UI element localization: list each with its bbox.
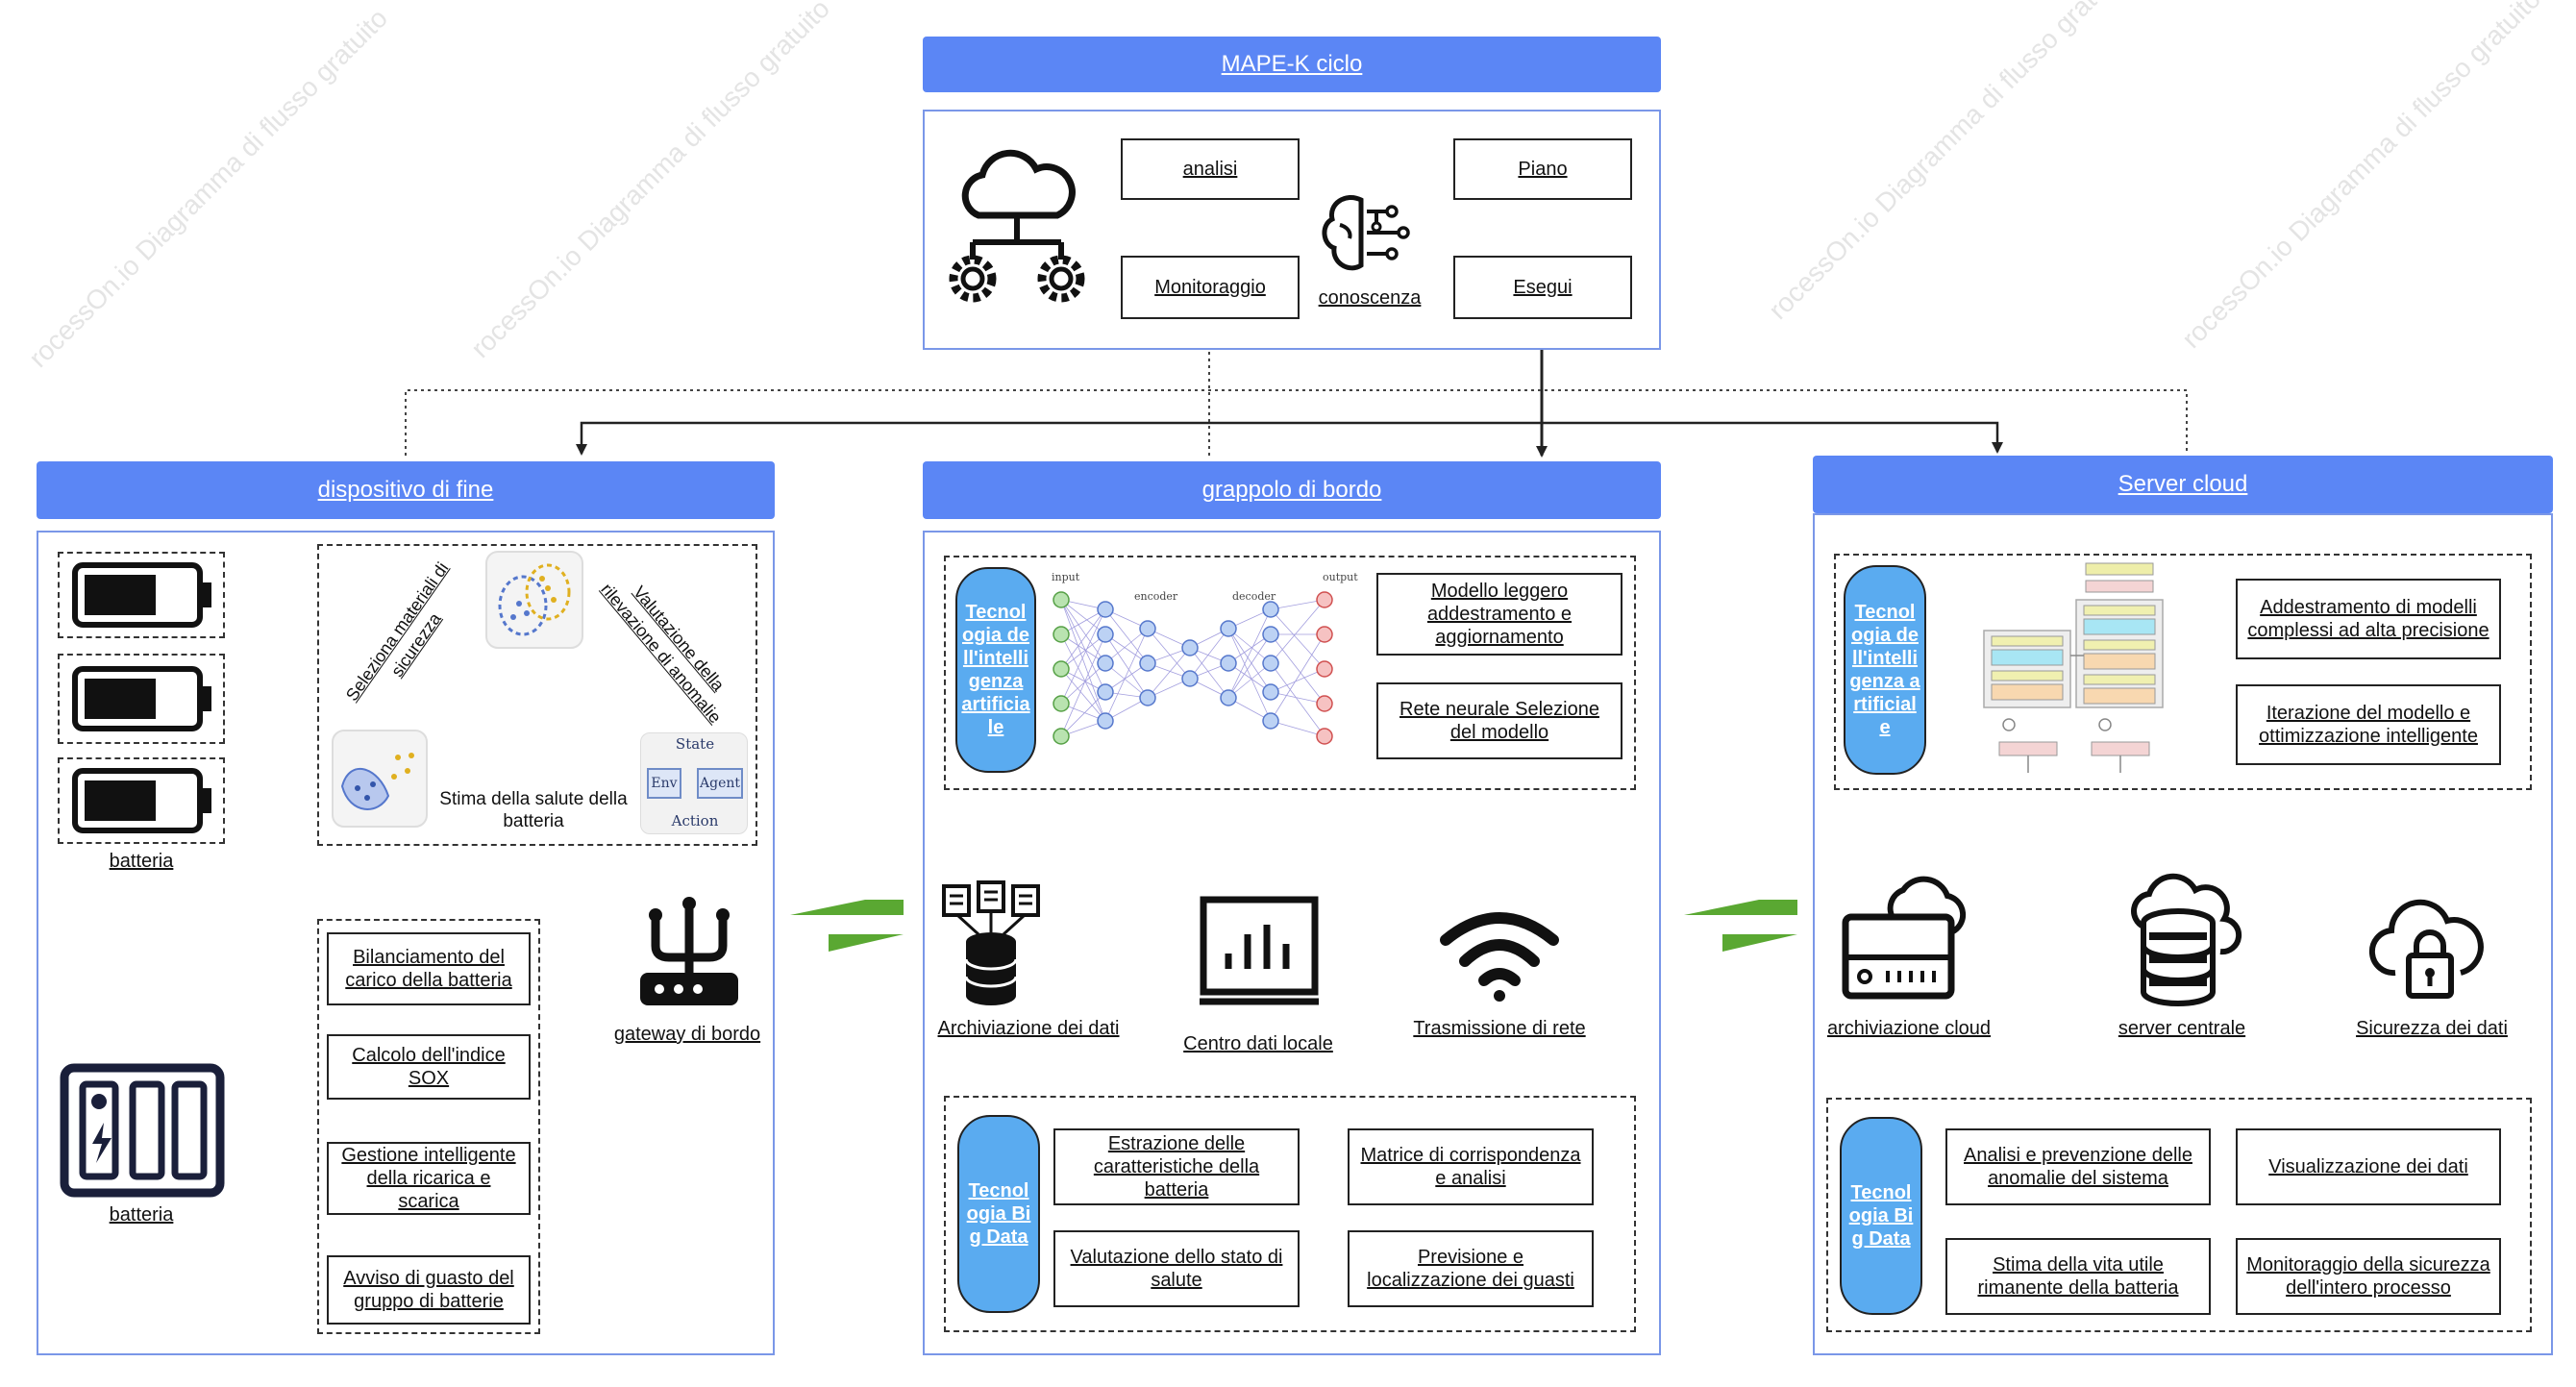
battery-icon	[72, 562, 211, 628]
local-datacenter-icon	[1200, 896, 1319, 1005]
battery-pack-icon	[60, 1063, 225, 1198]
cloud-storage-icon	[1842, 876, 1967, 1000]
cloud-bd-box[interactable]: Monitoraggio della sicurezza dell'intero…	[2236, 1238, 2501, 1315]
rl-action-label: Action	[671, 812, 719, 830]
rl-soh-label: Stima della salute della batteria	[439, 789, 628, 831]
edge-ai-pill: Tecnologia dell'intelligenza artificiale	[955, 567, 1036, 773]
exchange-arrow-right	[1684, 900, 1797, 952]
mape-header: MAPE-K ciclo	[923, 37, 1661, 92]
cloud-bigdata-group	[1826, 1098, 2532, 1332]
rl-cycle-group	[317, 544, 757, 846]
battery-group	[58, 552, 225, 638]
central-server-icon	[2131, 873, 2242, 1006]
edge-gateway-icon	[640, 897, 738, 1005]
neural-network-icon	[1053, 591, 1333, 745]
monitoraggio-box[interactable]: Monitoraggio	[1121, 256, 1300, 319]
step-box[interactable]: Gestione intelligente della ricarica e s…	[327, 1142, 531, 1215]
cloud-bd-box[interactable]: Analisi e prevenzione delle anomalie del…	[1945, 1128, 2211, 1205]
battery-group	[58, 654, 225, 744]
device-header: dispositivo di fine	[37, 461, 775, 519]
rl-diagram: State Env Agent Action	[640, 732, 748, 834]
brain-icon	[1322, 195, 1410, 271]
battery-icon	[72, 666, 211, 731]
cloud-bigdata-pill: Tecnologia Big Data	[1840, 1117, 1922, 1315]
nn-output-label: output	[1323, 571, 1358, 583]
nn-input-label: input	[1052, 571, 1080, 583]
cluster-icon	[485, 551, 583, 649]
storage-label: Archiviazione dei dati	[937, 1018, 1120, 1039]
edge-bigdata-group	[944, 1096, 1636, 1332]
rl-agent-box: Agent	[697, 768, 743, 799]
nn-decoder-label: decoder	[1232, 590, 1276, 603]
piano-box[interactable]: Piano	[1453, 138, 1632, 200]
analisi-box[interactable]: analisi	[1121, 138, 1300, 200]
battery-icon	[72, 768, 211, 833]
transformer-diagram-icon	[1983, 562, 2164, 773]
cloud-bd-box[interactable]: Visualizzazione dei dati	[2236, 1128, 2501, 1205]
edge-bigdata-pill: Tecnologia Big Data	[957, 1115, 1040, 1313]
cloud-storage-label: archiviazione cloud	[1826, 1018, 1992, 1039]
cloud-ai-box[interactable]: Addestramento di modelli complessi ad al…	[2236, 579, 2501, 659]
cloud-header: Server cloud	[1813, 456, 2553, 513]
cloud-ai-box[interactable]: Iterazione del modello e ottimizzazione …	[2236, 684, 2501, 765]
rl-env-box: Env	[647, 768, 681, 799]
battery-group	[58, 757, 225, 844]
edge-ai-group	[944, 556, 1636, 790]
edge-ai-box[interactable]: Rete neurale Selezione del modello	[1376, 682, 1622, 759]
edge-gateway-label: gateway di bordo	[613, 1024, 761, 1045]
cloud-ai-group	[1834, 554, 2532, 790]
edge-bd-box[interactable]: Valutazione dello stato di salute	[1053, 1230, 1300, 1307]
database-storage-icon	[942, 880, 1040, 1005]
cloud-gears-icon	[949, 149, 1085, 303]
rl-state-label: State	[675, 735, 715, 753]
network-label: Trasmissione di rete	[1413, 1018, 1586, 1039]
cloud-ai-pill: Tecnologia dell'intelligenza artificiale	[1844, 565, 1926, 775]
battery-label: batteria	[109, 851, 174, 872]
cloud-lock-icon	[2368, 899, 2484, 999]
cloud-bd-box[interactable]: Stima della vita utile rimanente della b…	[1945, 1238, 2211, 1315]
classification-icon	[332, 730, 428, 828]
step-box[interactable]: Calcolo dell'indice SOX	[327, 1034, 531, 1100]
steps-group	[317, 919, 540, 1334]
edge-ai-box[interactable]: Modello leggero addestramento e aggiorna…	[1376, 573, 1622, 656]
conoscenza-label: conoscenza	[1318, 287, 1422, 309]
exchange-arrow-left	[790, 900, 904, 952]
edge-bd-box[interactable]: Previsione e localizzazione dei guasti	[1348, 1230, 1594, 1307]
edge-panel	[923, 531, 1661, 1355]
edge-bd-box[interactable]: Matrice di corrispondenza e analisi	[1348, 1128, 1594, 1205]
central-server-label: server centrale	[2118, 1018, 2246, 1039]
wifi-icon	[1440, 912, 1559, 1002]
esegui-box[interactable]: Esegui	[1453, 256, 1632, 319]
local-dc-label: Centro dati locale	[1183, 1033, 1333, 1054]
nn-encoder-label: encoder	[1134, 590, 1178, 603]
data-security-label: Sicurezza dei dati	[2356, 1018, 2508, 1039]
step-box[interactable]: Avviso di guasto del gruppo di batterie	[327, 1255, 531, 1325]
edge-bd-box[interactable]: Estrazione delle caratteristiche della b…	[1053, 1128, 1300, 1205]
step-box[interactable]: Bilanciamento del carico della batteria	[327, 932, 531, 1005]
edge-header: grappolo di bordo	[923, 461, 1661, 519]
battery-pack-label: batteria	[109, 1204, 174, 1226]
